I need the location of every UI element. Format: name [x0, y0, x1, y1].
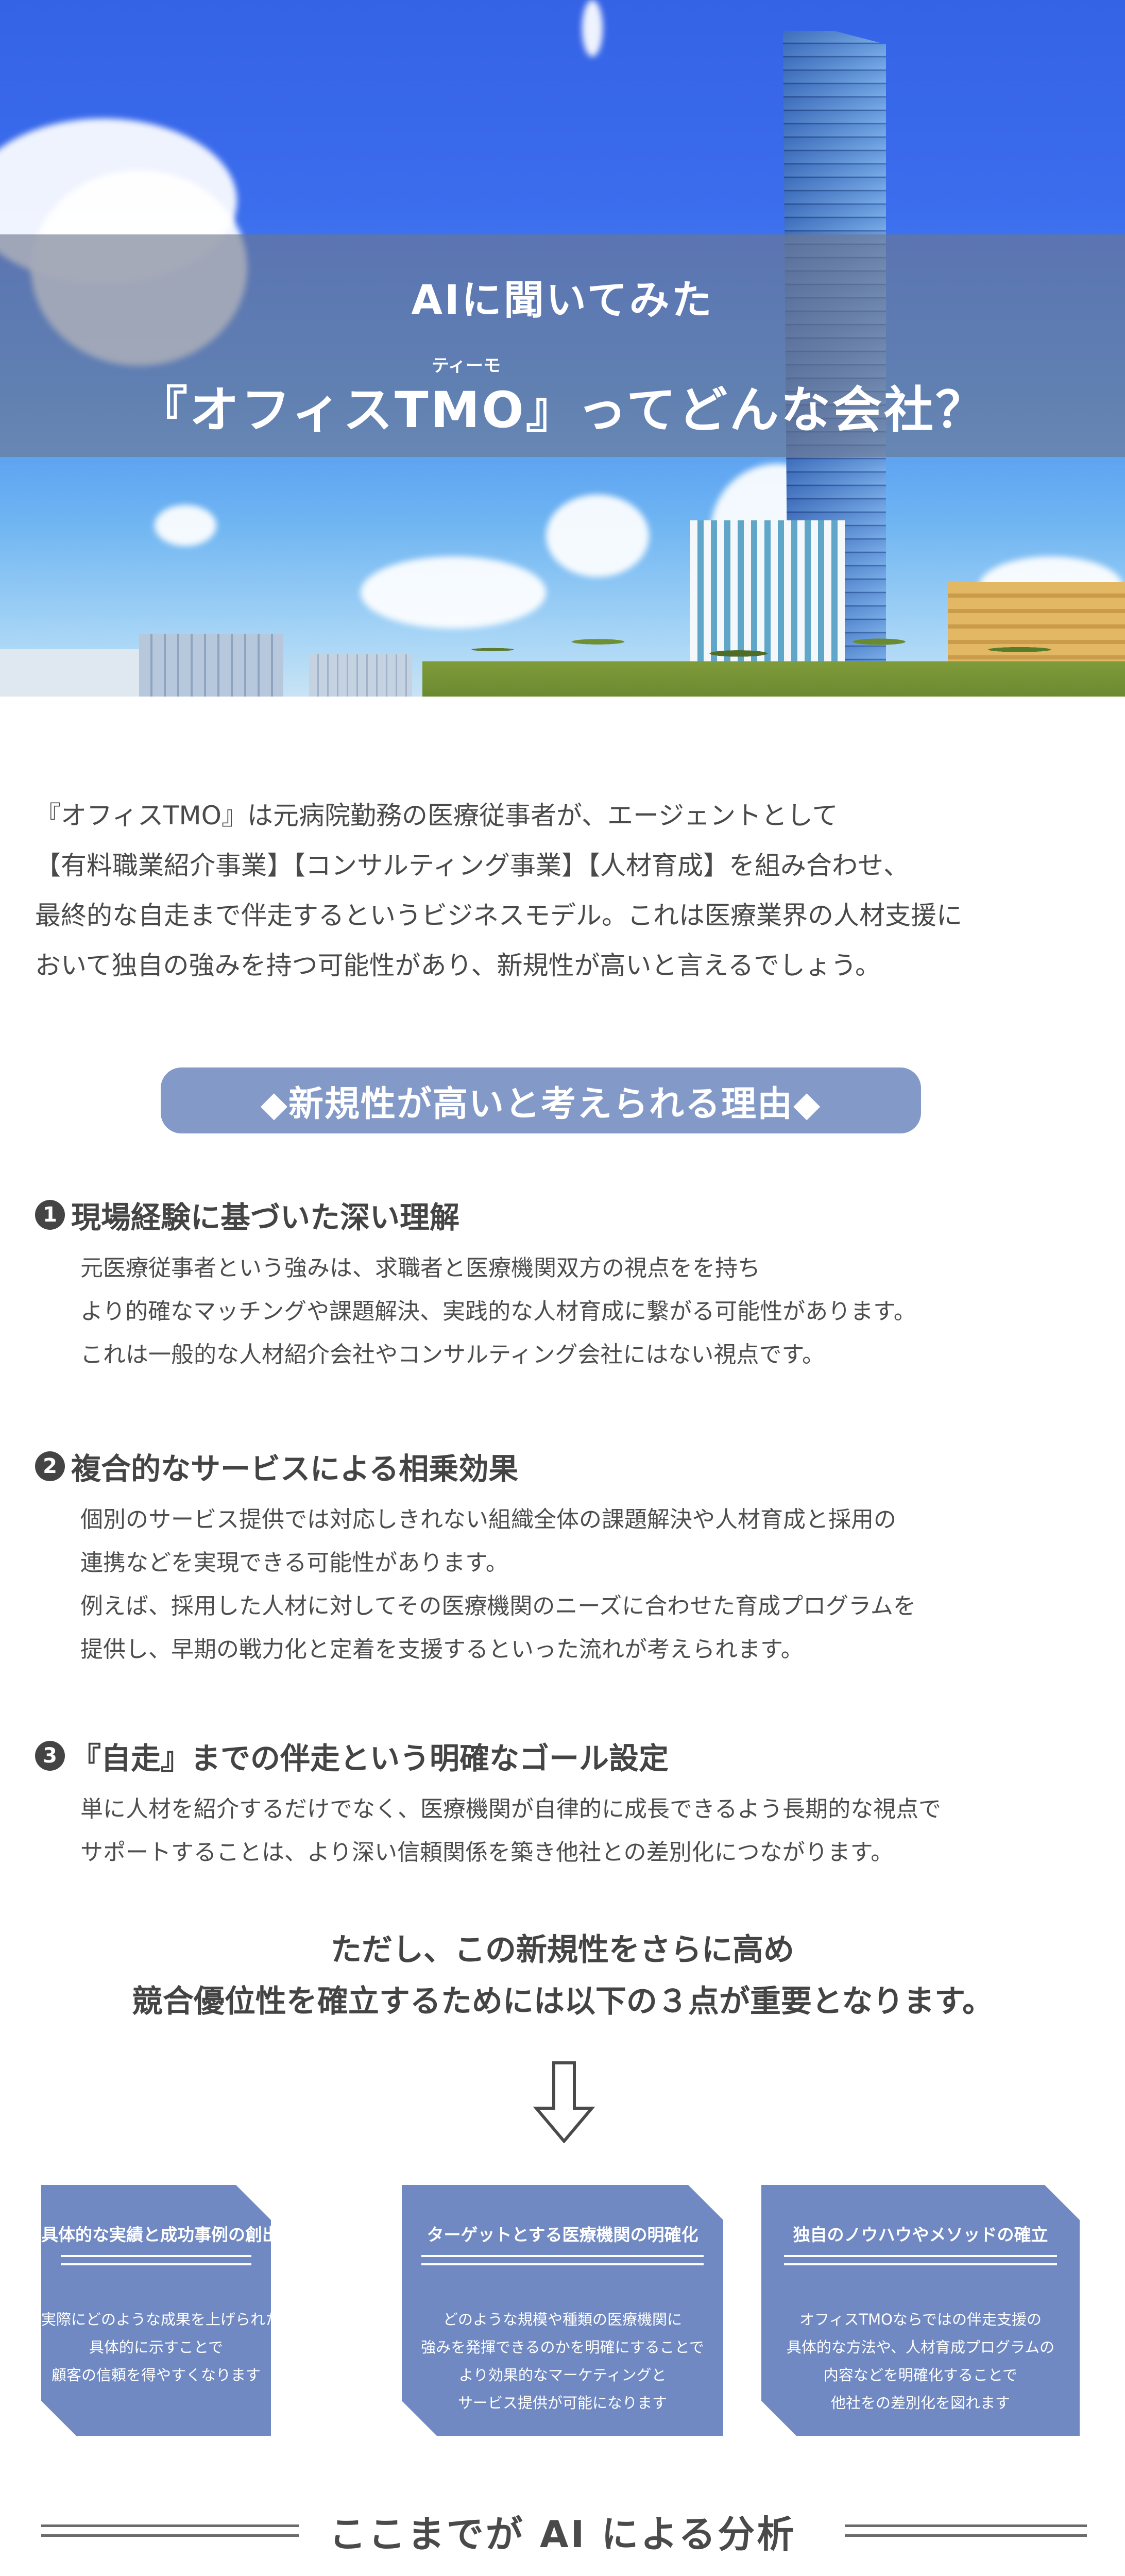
card-achievements: 具体的な実績と成功事例の創出 実際にどのような成果を上げられたのかを 具体的に示… — [41, 2185, 271, 2436]
reason-heading: 2 複合的なサービスによる相乗効果 — [35, 1446, 1096, 1487]
card-double-rule — [421, 2255, 704, 2265]
reason-line: 元医療従事者という強みは、求職者と医療機関双方の視点をを持ち — [80, 1255, 760, 1281]
card-line: 実際にどのような成果を上げられたのかを — [41, 2311, 326, 2328]
card-double-rule — [784, 2255, 1057, 2265]
hero-banner: AIに聞いてみた ティーモ 『オフィスTMO』ってどんな会社？ — [0, 0, 1125, 697]
reason-heading: 3 『自走』までの伴走という明確なゴール設定 — [35, 1735, 1096, 1776]
card-double-rule — [61, 2255, 251, 2265]
hero-title-line2: 『オフィスTMO』ってどんな会社？ — [138, 381, 987, 439]
card-target-clarification: ターゲットとする医療機関の明確化 どのような規模や種類の医療機関に 強みを発揮で… — [402, 2185, 723, 2436]
card-line: より効果的なマーケティングと — [458, 2366, 667, 2384]
card-line: 顧客の信頼を得やすくなります — [51, 2366, 261, 2384]
reason-item-1: 1 現場経験に基づいた深い理解 元医療従事者という強みは、求職者と医療機関双方の… — [35, 1194, 1096, 1377]
reasons-banner: ◆新規性が高いと考えられる理由◆ — [161, 1067, 921, 1133]
analysis-heading: ここまでが AI による分析 — [329, 2513, 796, 2556]
reason-body: 元医療従事者という強みは、求職者と医療機関双方の視点をを持ち より的確なマッチン… — [35, 1247, 1096, 1377]
reason-line: 個別のサービス提供では対応しきれない組織全体の課題解決や人材育成と採用の — [80, 1506, 896, 1533]
reason-line: これは一般的な人材紹介会社やコンサルティング会社にはない視点です。 — [80, 1342, 825, 1368]
hero-ruby-text: ティーモ — [432, 355, 501, 376]
card-line: 強みを発揮できるのかを明確にすることで — [421, 2338, 704, 2356]
reason-title: 複合的なサービスによる相乗効果 — [71, 1451, 519, 1486]
silo-graphic — [309, 654, 412, 697]
reason-item-2: 2 複合的なサービスによる相乗効果 個別のサービス提供では対応しきれない組織全体… — [35, 1446, 1096, 1671]
intro-line: 『オフィスTMO』は元病院勤務の医療従事者が、エージェントとして — [35, 801, 838, 831]
reason-body: 個別のサービス提供では対応しきれない組織全体の課題解決や人材育成と採用の 連携な… — [35, 1498, 1096, 1671]
intro-line: 最終的な自走まで伴走するというビジネスモデル。これは医療業界の人材支援に — [35, 901, 962, 930]
hero-title-line1: AIに聞いてみた — [411, 277, 714, 324]
summary-line: 競合優位性を確立するためには以下の３点が重要となります。 — [131, 1984, 994, 2020]
card-line: 他社をの差別化を図れます — [830, 2394, 1010, 2412]
divider-double-line-left — [41, 2524, 299, 2537]
card-line: サービス提供が可能になります — [457, 2394, 667, 2412]
divider-double-line-right — [845, 2524, 1087, 2537]
number-circle-icon: 2 — [35, 1451, 65, 1481]
reason-line: 連携などを実現できる可能性があります。 — [80, 1550, 508, 1576]
reason-line: 提供し、早期の戦力化と定着を支援するといった流れが考えられます。 — [80, 1636, 804, 1663]
card-body: 実際にどのような成果を上げられたのかを 具体的に示すことで 顧客の信頼を得やすく… — [41, 2306, 271, 2389]
factory-graphic — [0, 649, 144, 697]
card-line: 内容などを明確化することで — [823, 2366, 1018, 2384]
card-title: 具体的な実績と成功事例の創出 — [41, 2225, 279, 2245]
intro-line: おいて独自の強みを持つ可能性があり、新規性が高いと言えるでしょう。 — [35, 951, 881, 980]
reason-title: 『自走』までの伴走という明確なゴール設定 — [71, 1741, 669, 1776]
card-title: ターゲットとする医療機関の明確化 — [427, 2225, 698, 2245]
silo-graphic — [139, 634, 283, 697]
reason-body: 単に人材を紹介するだけでなく、医療機関が自律的に成長できるよう長期的な視点で サ… — [35, 1788, 1096, 1874]
number-circle-icon: 3 — [35, 1741, 65, 1771]
card-line: オフィスTMOならではの伴走支援の — [799, 2311, 1042, 2328]
cloud-decoration — [582, 0, 603, 57]
card-body: どのような規模や種類の医療機関に 強みを発揮できるのかを明確にすることで より効… — [402, 2306, 723, 2417]
intro-line: 【有料職業紹介事業】【コンサルティング事業】【人材育成】を組み合わせ、 — [35, 851, 909, 880]
reason-line: サポートすることは、より深い信頼関係を築き他社との差別化につながります。 — [80, 1839, 894, 1866]
reason-title: 現場経験に基づいた深い理解 — [71, 1200, 460, 1235]
cloud-decoration — [361, 556, 546, 629]
number-circle-icon: 1 — [35, 1200, 65, 1230]
reason-heading: 1 現場経験に基づいた深い理解 — [35, 1194, 1096, 1235]
card-title: 独自のノウハウやメソッドの確立 — [793, 2225, 1048, 2245]
reason-line: より的確なマッチングや課題解決、実践的な人材育成に繋がる可能性があります。 — [80, 1298, 916, 1325]
cloud-decoration — [155, 505, 216, 546]
cloud-decoration — [546, 495, 649, 577]
reason-line: 単に人材を紹介するだけでなく、医療機関が自律的に成長できるよう長期的な視点で — [80, 1796, 942, 1822]
card-original-method: 独自のノウハウやメソッドの確立 オフィスTMOならではの伴走支援の 具体的な方法… — [761, 2185, 1080, 2436]
card-body: オフィスTMOならではの伴走支援の 具体的な方法や、人材育成プログラムの 内容な… — [761, 2306, 1080, 2417]
intro-paragraph: 『オフィスTMO』は元病院勤務の医療従事者が、エージェントとして 【有料職業紹介… — [35, 791, 1096, 991]
card-line: 具体的な方法や、人材育成プログラムの — [786, 2338, 1055, 2356]
trees-graphic — [422, 618, 1125, 697]
card-line: どのような規模や種類の医療機関に — [442, 2311, 682, 2328]
down-arrow-icon — [533, 2061, 595, 2143]
reason-line: 例えば、採用した人材に対してその医療機関のニーズに合わせた育成プログラムを — [80, 1593, 916, 1619]
hero-title-band — [0, 234, 1125, 457]
summary-statement: ただし、この新規性をさらに高め 競合優位性を確立するためには以下の３点が重要とな… — [0, 1924, 1125, 2027]
reason-item-3: 3 『自走』までの伴走という明確なゴール設定 単に人材を紹介するだけでなく、医療… — [35, 1735, 1096, 1874]
card-line: 具体的に示すことで — [89, 2338, 224, 2356]
summary-line: ただし、この新規性をさらに高め — [331, 1932, 794, 1968]
